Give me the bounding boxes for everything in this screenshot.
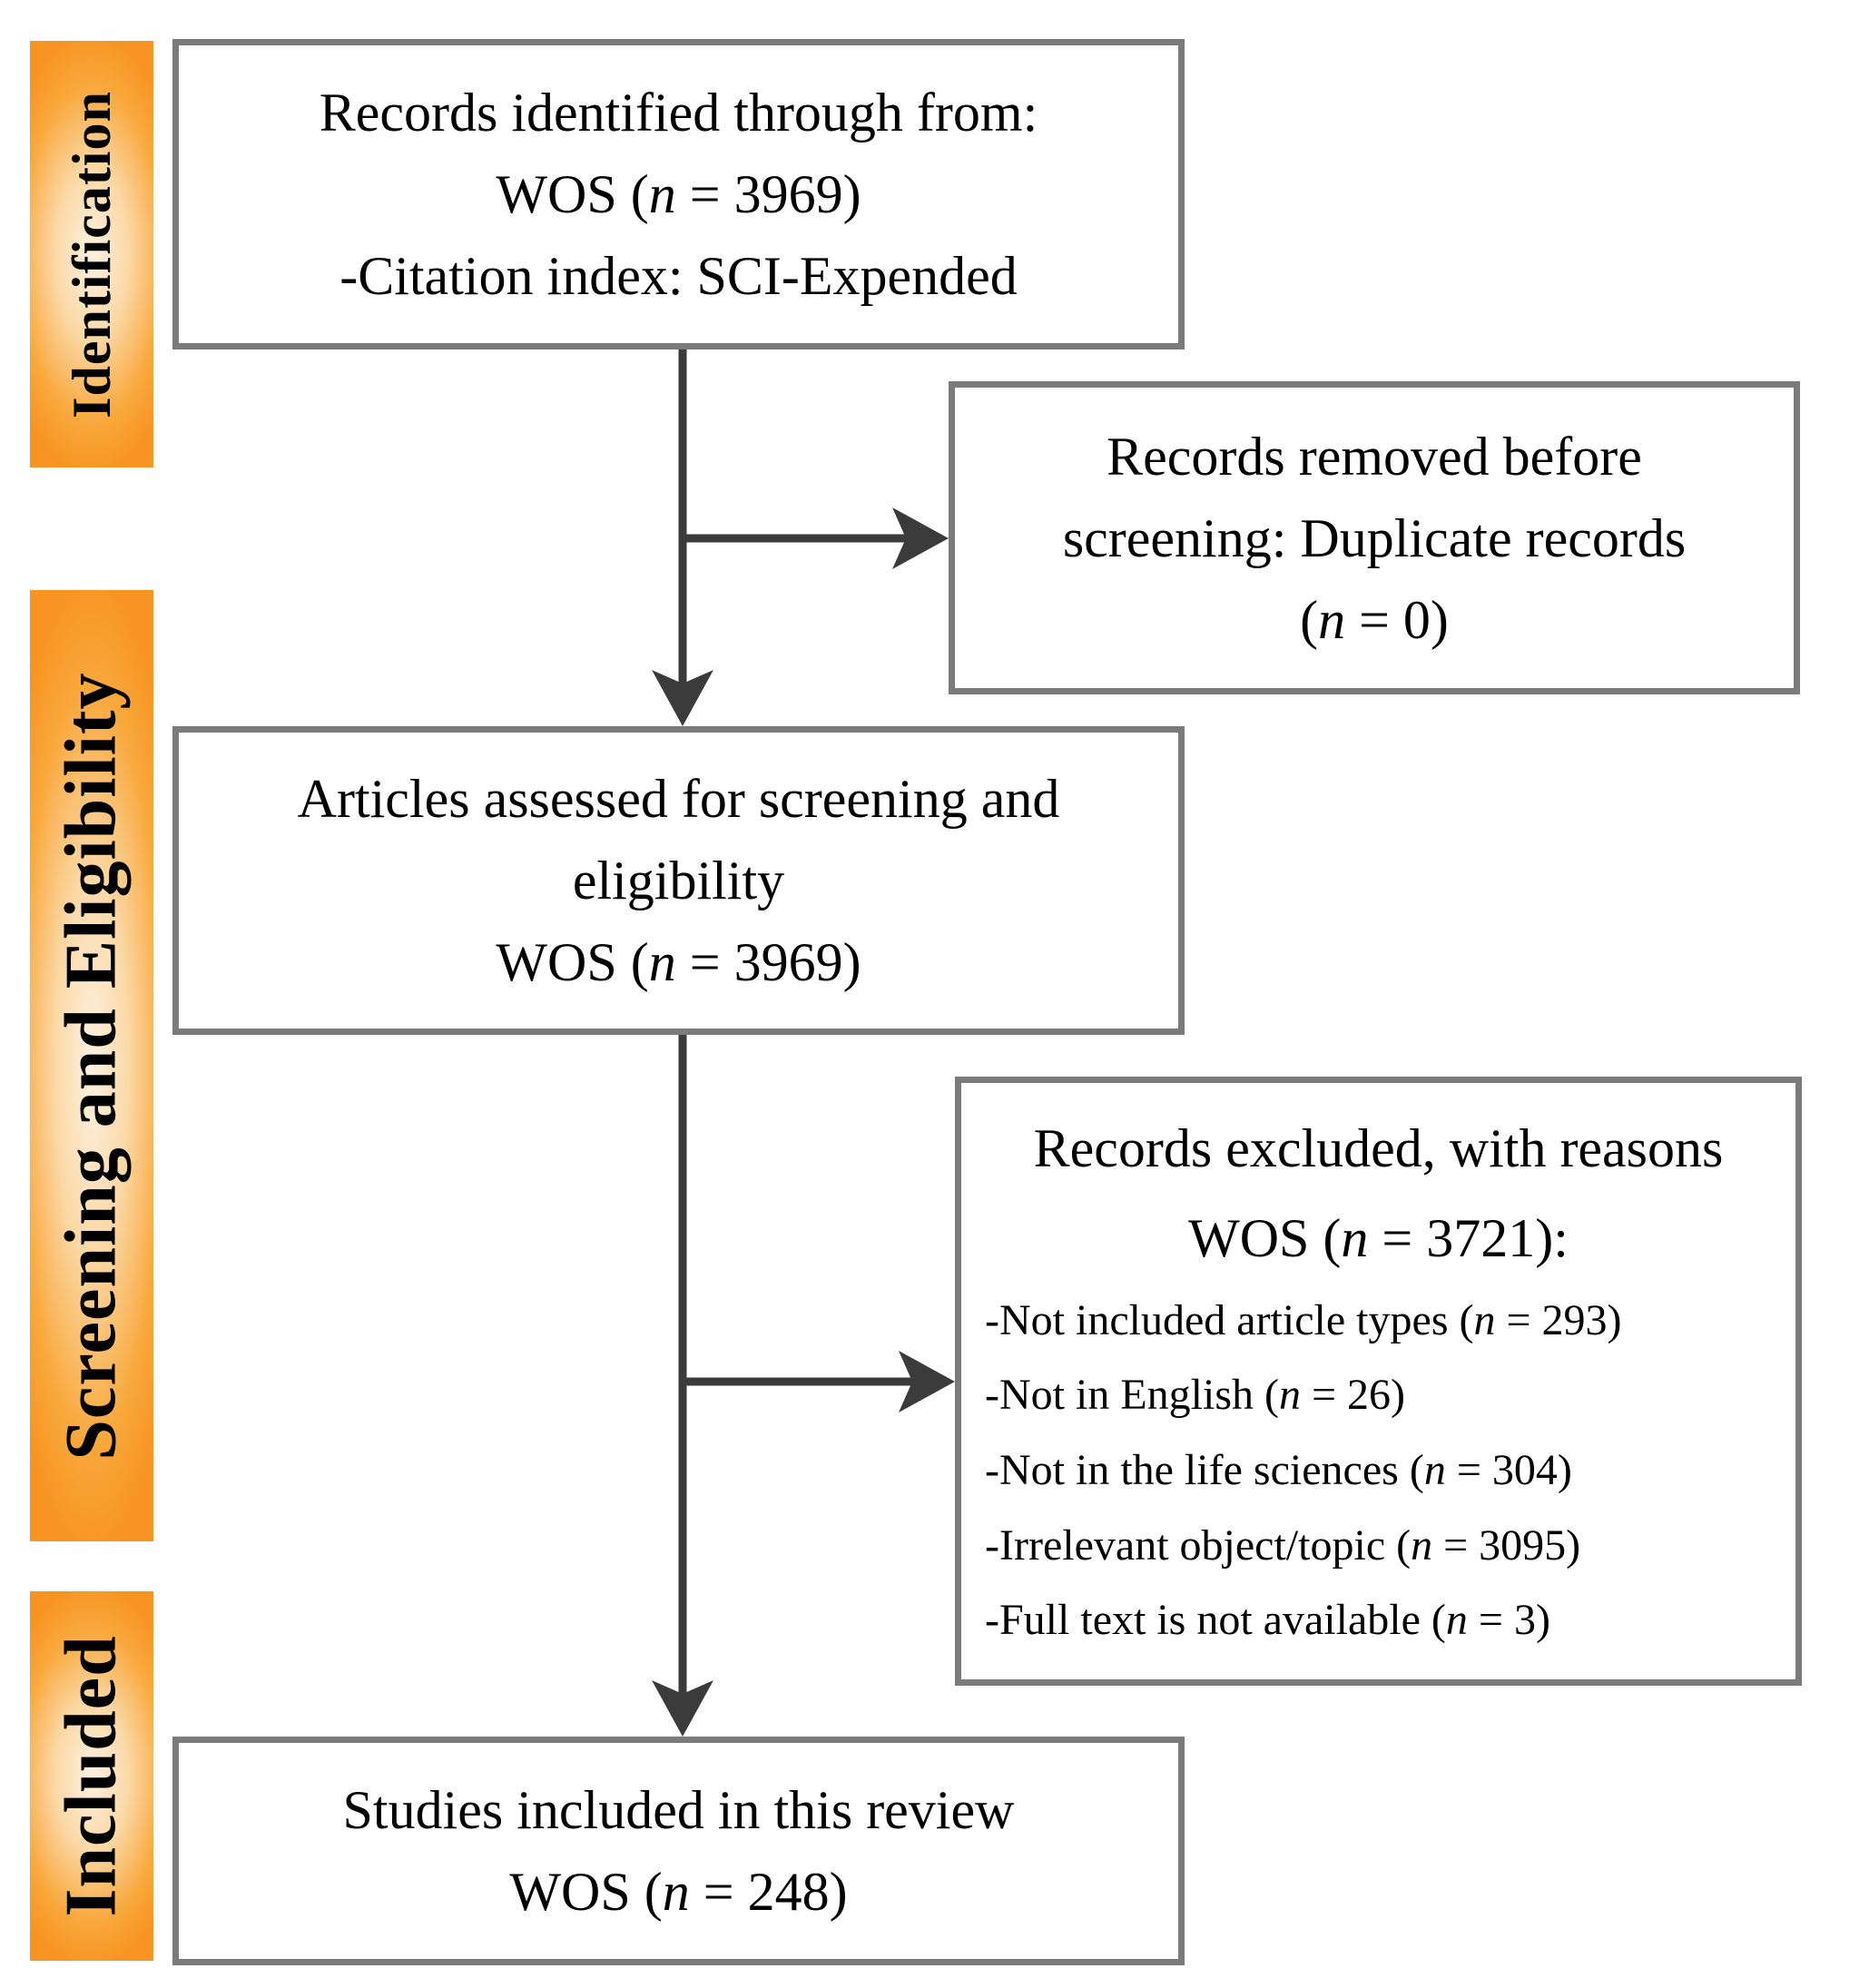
box-line: WOS (n = 248) [509,1862,848,1922]
excluded-header-line: Records excluded, with reasons [1033,1117,1724,1178]
excluded-reason-item: -Not in the life sciences (n = 304) [985,1445,1572,1494]
box-studies-included: Studies included in this review WOS (n =… [172,1737,1185,1965]
arrow-head-right-1 [892,507,949,569]
box-line: WOS (n = 3969) [496,932,861,992]
box-line: WOS (n = 3969) [496,164,861,224]
stage-label-included: Included [51,1635,132,1917]
box-articles-assessed: Articles assessed for screening and elig… [172,726,1185,1035]
stage-label-screening-eligibility: Screening and Eligibility [51,671,132,1461]
box-line: Articles assessed for screening and [297,769,1060,829]
box-line: Studies included in this review [342,1780,1015,1840]
box-line: Records removed before [1107,426,1642,487]
excluded-header-line: WOS (n = 3721): [1188,1207,1569,1268]
box-records-excluded: Records excluded, with reasons WOS (n = … [955,1077,1802,1686]
stage-bar-included: Included [30,1591,153,1961]
stage-bar-identification: Identification [30,41,153,467]
box-records-identified: Records identified through from: WOS (n … [172,39,1185,349]
arrow-head-down-2 [652,1680,713,1737]
excluded-reason-item: -Full text is not available (n = 3) [985,1596,1550,1645]
arrow-head-right-2 [899,1351,955,1412]
excluded-reason-item: -Irrelevant object/topic (n = 3095) [985,1521,1581,1570]
box-line: eligibility [572,851,785,910]
excluded-reason-item: -Not in English (n = 26) [985,1371,1406,1420]
box-line: Records identified through from: [319,83,1038,143]
stage-label-identification: Identification [61,90,122,418]
box-line: screening: Duplicate records [1062,507,1687,568]
excluded-reason-item: -Not included article types (n = 293) [985,1295,1622,1344]
box-line: -Citation index: SCI-Expended [339,246,1018,306]
stage-bar-screening-eligibility: Screening and Eligibility [30,590,153,1541]
box-records-removed: Records removed before screening: Duplic… [949,381,1800,694]
arrow-head-down-1 [652,670,713,726]
box-line: (n = 0) [1300,589,1449,650]
